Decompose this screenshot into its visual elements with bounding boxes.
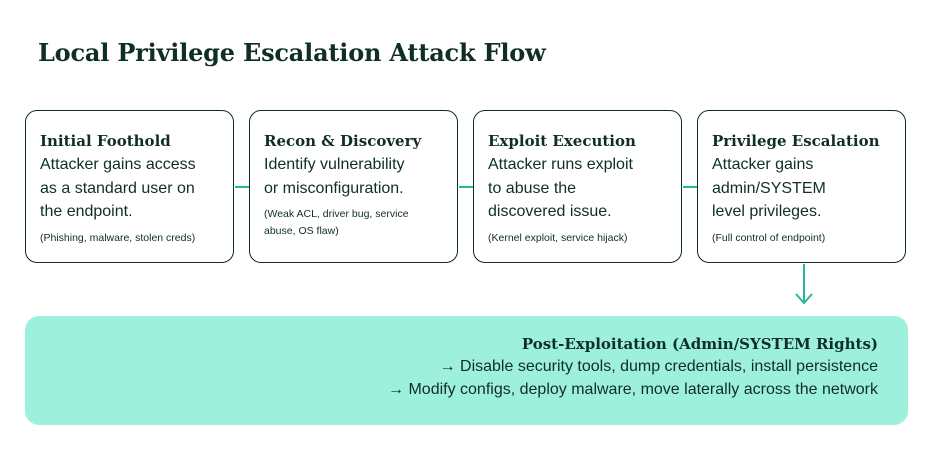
step-heading: Initial Foothold <box>40 132 171 150</box>
step-box-recon-discovery: Recon & Discovery Identify vulnerability… <box>249 110 458 263</box>
step-description-line: discovered issue. <box>488 203 612 220</box>
step-description-line: Attacker runs exploit <box>488 156 633 173</box>
step-note-line: abuse, OS flaw) <box>264 225 339 237</box>
step-description: Attacker gains admin/SYSTEM level privil… <box>712 153 893 224</box>
step-description-line: or misconfiguration. <box>264 179 404 197</box>
step-note: (Kernel exploit, service hijack) <box>488 230 669 247</box>
diagram-title: Local Privilege Escalation Attack Flow <box>38 38 546 67</box>
step-note-line: (Kernel exploit, service hijack) <box>488 231 628 244</box>
step-box-exploit-execution: Exploit Execution Attacker runs exploit … <box>473 110 682 263</box>
connector-line <box>683 186 697 188</box>
connector-line <box>459 186 473 188</box>
step-heading: Exploit Execution <box>488 132 636 150</box>
step-note-line: (Weak ACL, driver bug, service <box>264 208 409 220</box>
result-heading: Post-Exploitation (Admin/SYSTEM Rights) <box>521 335 878 353</box>
step-description-line: Attacker gains access <box>40 156 196 173</box>
step-description-line: the endpoint. <box>40 203 133 220</box>
step-description-line: to abuse the <box>488 179 577 197</box>
step-note: (Full control of endpoint) <box>712 230 893 247</box>
step-box-privilege-escalation: Privilege Escalation Attacker gains admi… <box>697 110 906 263</box>
result-line: → Modify configs, deploy malware, move l… <box>388 381 878 398</box>
step-description-line: level privileges. <box>712 203 822 220</box>
step-description: Identify vulnerability or misconfigurati… <box>264 153 445 200</box>
step-description-line: Identify vulnerability <box>264 156 405 173</box>
step-description-line: as a standard user on <box>40 179 195 197</box>
step-description-line: admin/SYSTEM <box>712 179 826 197</box>
step-heading: Privilege Escalation <box>712 132 880 150</box>
arrow-down-icon <box>795 264 813 305</box>
step-note: (Phishing, malware, stolen creds) <box>40 230 221 247</box>
step-box-initial-foothold: Initial Foothold Attacker gains access a… <box>25 110 234 263</box>
step-note-line: (Phishing, malware, stolen creds) <box>40 231 196 244</box>
step-description: Attacker runs exploit to abuse the disco… <box>488 153 669 224</box>
step-note-line: (Full control of endpoint) <box>712 231 826 244</box>
step-heading: Recon & Discovery <box>264 132 422 150</box>
post-exploitation-panel: Post-Exploitation (Admin/SYSTEM Rights) … <box>25 316 908 425</box>
result-line: → Disable security tools, dump credentia… <box>439 358 878 375</box>
step-description-line: Attacker gains <box>712 156 814 173</box>
step-note: (Weak ACL, driver bug, service abuse, OS… <box>264 206 445 240</box>
step-description: Attacker gains access as a standard user… <box>40 153 221 224</box>
connector-line <box>235 186 249 188</box>
